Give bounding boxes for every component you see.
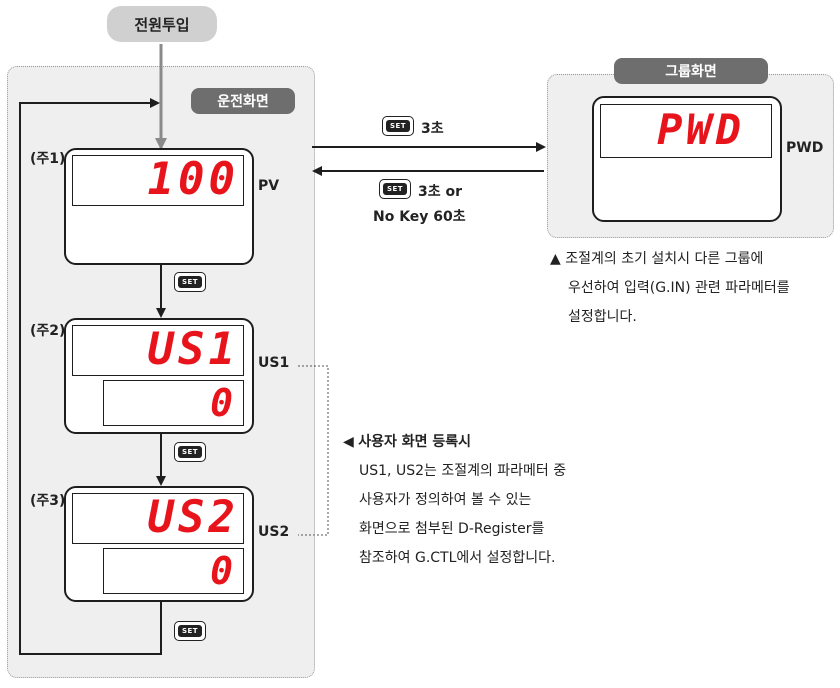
group-note-marker: ▲ bbox=[550, 251, 561, 267]
us1-label: US1 bbox=[258, 355, 290, 371]
us1-sub-value: 0 bbox=[210, 381, 237, 425]
to-group-time: 3초 bbox=[421, 121, 444, 137]
set-key-1: SET bbox=[174, 272, 206, 292]
us1-window: US1 bbox=[72, 325, 244, 376]
us1-value: US1 bbox=[147, 324, 239, 375]
group-note-line2: 우선하여 입력(G.IN) 관련 파라메터를 bbox=[568, 280, 790, 296]
pv-note: (주1) bbox=[30, 151, 66, 167]
back-time-line1: 3초 or bbox=[418, 184, 463, 200]
set-key-2: SET bbox=[174, 442, 206, 462]
us2-value: US2 bbox=[147, 492, 239, 543]
us2-label: US2 bbox=[258, 524, 290, 540]
set-key-to-group: SET bbox=[382, 116, 414, 136]
us1-sub-window: 0 bbox=[103, 380, 244, 426]
pv-window: 100 bbox=[72, 155, 244, 206]
user-note-line4: 참조하여 G.CTL에서 설정합니다. bbox=[359, 550, 556, 566]
set-key-3: SET bbox=[174, 621, 206, 641]
back-time-line2: No Key 60초 bbox=[373, 209, 466, 225]
power-on-badge: 전원투입 bbox=[107, 6, 217, 42]
us1-display: US1 0 bbox=[64, 318, 254, 434]
us2-sub-window: 0 bbox=[103, 548, 244, 594]
set-key-back: SET bbox=[379, 179, 411, 199]
pv-value: 100 bbox=[147, 154, 239, 205]
user-note-marker: ◀ bbox=[343, 434, 354, 450]
pv-display: 100 bbox=[64, 148, 254, 265]
pwd-window: PWD bbox=[600, 104, 772, 158]
group-note: ▲ 조절계의 초기 설치시 다른 그룹에 우선하여 입력(G.IN) 관련 파라… bbox=[550, 245, 790, 332]
group-panel-title: 그룹화면 bbox=[614, 58, 768, 84]
us2-sub-value: 0 bbox=[210, 549, 237, 593]
user-note: ◀ 사용자 화면 등록시 US1, US2는 조절계의 파라메터 중 사용자가 … bbox=[343, 428, 566, 573]
user-note-line2: 사용자가 정의하여 볼 수 있는 bbox=[359, 492, 532, 508]
us1-note: (주2) bbox=[30, 323, 66, 339]
pwd-display: PWD bbox=[592, 96, 782, 222]
pv-label: PV bbox=[258, 178, 280, 194]
us2-note: (주3) bbox=[30, 493, 66, 509]
us2-display: US2 0 bbox=[64, 486, 254, 602]
user-note-line1: US1, US2는 조절계의 파라메터 중 bbox=[359, 463, 567, 479]
user-screen-bracket bbox=[298, 365, 329, 536]
pwd-label: PWD bbox=[786, 140, 824, 156]
group-note-line3: 설정합니다. bbox=[568, 309, 637, 325]
operation-panel-title: 운전화면 bbox=[191, 88, 295, 114]
user-note-title: 사용자 화면 등록시 bbox=[358, 434, 472, 450]
pwd-value: PWD bbox=[657, 105, 745, 154]
us2-window: US2 bbox=[72, 493, 244, 544]
loop-back-arrow bbox=[19, 98, 162, 655]
group-note-line1: 조절계의 초기 설치시 다른 그룹에 bbox=[565, 251, 764, 267]
user-note-line3: 화면으로 첨부된 D-Register를 bbox=[359, 521, 545, 537]
